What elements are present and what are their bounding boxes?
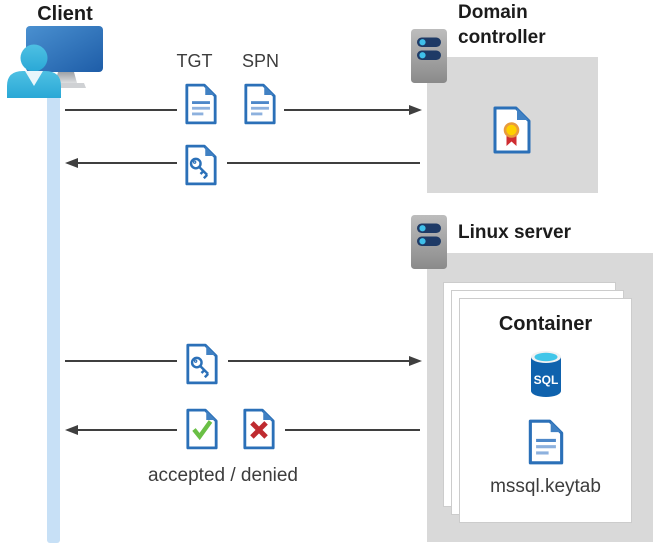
- linux-server-label: Linux server: [458, 222, 571, 243]
- arrowhead-right-icon: [409, 356, 422, 366]
- keytab-document-icon: [525, 418, 567, 466]
- client-label: Client: [37, 3, 93, 25]
- x-document-icon: [235, 403, 283, 455]
- server-icon: [411, 29, 447, 83]
- arrowhead-right-icon: [409, 105, 422, 115]
- arrow-client-to-domain-controller: [0, 104, 660, 116]
- client-lifeline: [47, 80, 60, 543]
- client-user-computer-icon: [7, 26, 103, 98]
- container-card: Container SQL mssql.keytab: [459, 298, 632, 523]
- spn-label: SPN: [241, 51, 279, 71]
- container-label: Container: [498, 313, 593, 335]
- sql-badge-text: SQL: [533, 373, 558, 387]
- key-ticket-document-icon: [177, 139, 225, 191]
- certificate-document-icon: [492, 105, 532, 155]
- arrow-linux-server-to-client: [0, 424, 660, 436]
- arrowhead-left-icon: [65, 425, 78, 435]
- sql-database-icon: SQL: [531, 351, 561, 397]
- spn-ticket-document-icon: [236, 78, 284, 130]
- arrow-client-to-linux-server: [0, 355, 660, 367]
- keytab-label: mssql.keytab: [490, 476, 601, 497]
- accepted-denied-label: accepted / denied: [147, 465, 298, 486]
- tgt-label: TGT: [176, 51, 213, 71]
- key-ticket-document-icon: [178, 338, 226, 390]
- domain-controller-label: Domain controller: [458, 2, 546, 48]
- tgt-ticket-document-icon: [177, 78, 225, 130]
- server-icon: [411, 215, 447, 269]
- arrow-domain-controller-to-client: [0, 157, 660, 169]
- check-document-icon: [178, 403, 226, 455]
- arrowhead-left-icon: [65, 158, 78, 168]
